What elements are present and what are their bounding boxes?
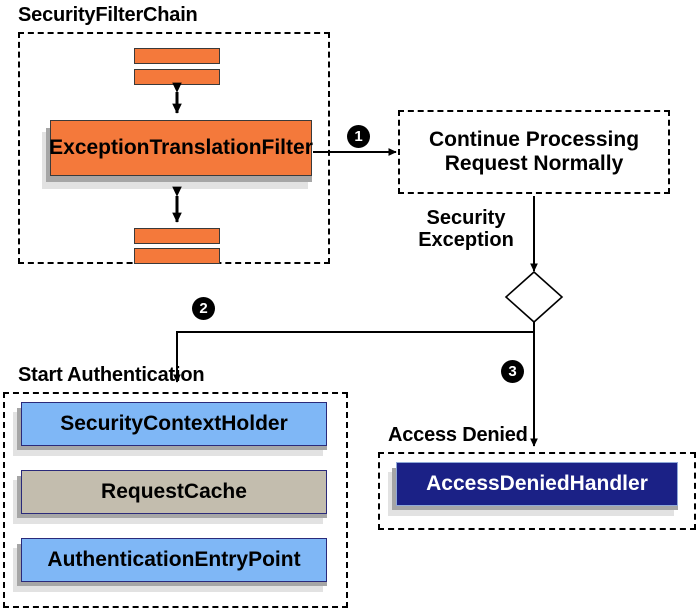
decision-diamond-icon xyxy=(504,270,564,324)
step-badge-3: 3 xyxy=(501,360,524,383)
group-box-access-denied xyxy=(378,452,696,530)
node-exception-translation-filter[interactable]: ExceptionTranslationFilter xyxy=(49,120,313,176)
step-badge-2: 2 xyxy=(192,297,215,320)
node-authentication-entry-point[interactable]: AuthenticationEntryPoint xyxy=(21,538,327,582)
group-title-access-denied: Access Denied xyxy=(388,424,528,446)
filter-bar-upper-2[interactable] xyxy=(134,69,220,85)
filter-bar-upper-1[interactable] xyxy=(134,48,220,64)
node-security-context-holder[interactable]: SecurityContextHolder xyxy=(21,402,327,446)
group-title-start-authentication: Start Authentication xyxy=(18,364,205,386)
edge-label-security-exception: Security Exception xyxy=(418,207,514,251)
process-box-continue-processing[interactable]: Continue Processing Request Normally xyxy=(398,110,670,194)
flow-arrow-icon-step-2 xyxy=(173,322,535,383)
node-request-cache[interactable]: RequestCache xyxy=(21,470,327,514)
group-box-start-authentication xyxy=(3,392,348,608)
filter-bar-lower-1[interactable] xyxy=(134,228,220,244)
filter-bar-lower-2[interactable] xyxy=(134,248,220,264)
step-badge-1: 1 xyxy=(347,125,370,148)
node-access-denied-handler[interactable]: AccessDeniedHandler xyxy=(396,462,678,506)
group-title-security-filter-chain: SecurityFilterChain xyxy=(18,4,198,26)
